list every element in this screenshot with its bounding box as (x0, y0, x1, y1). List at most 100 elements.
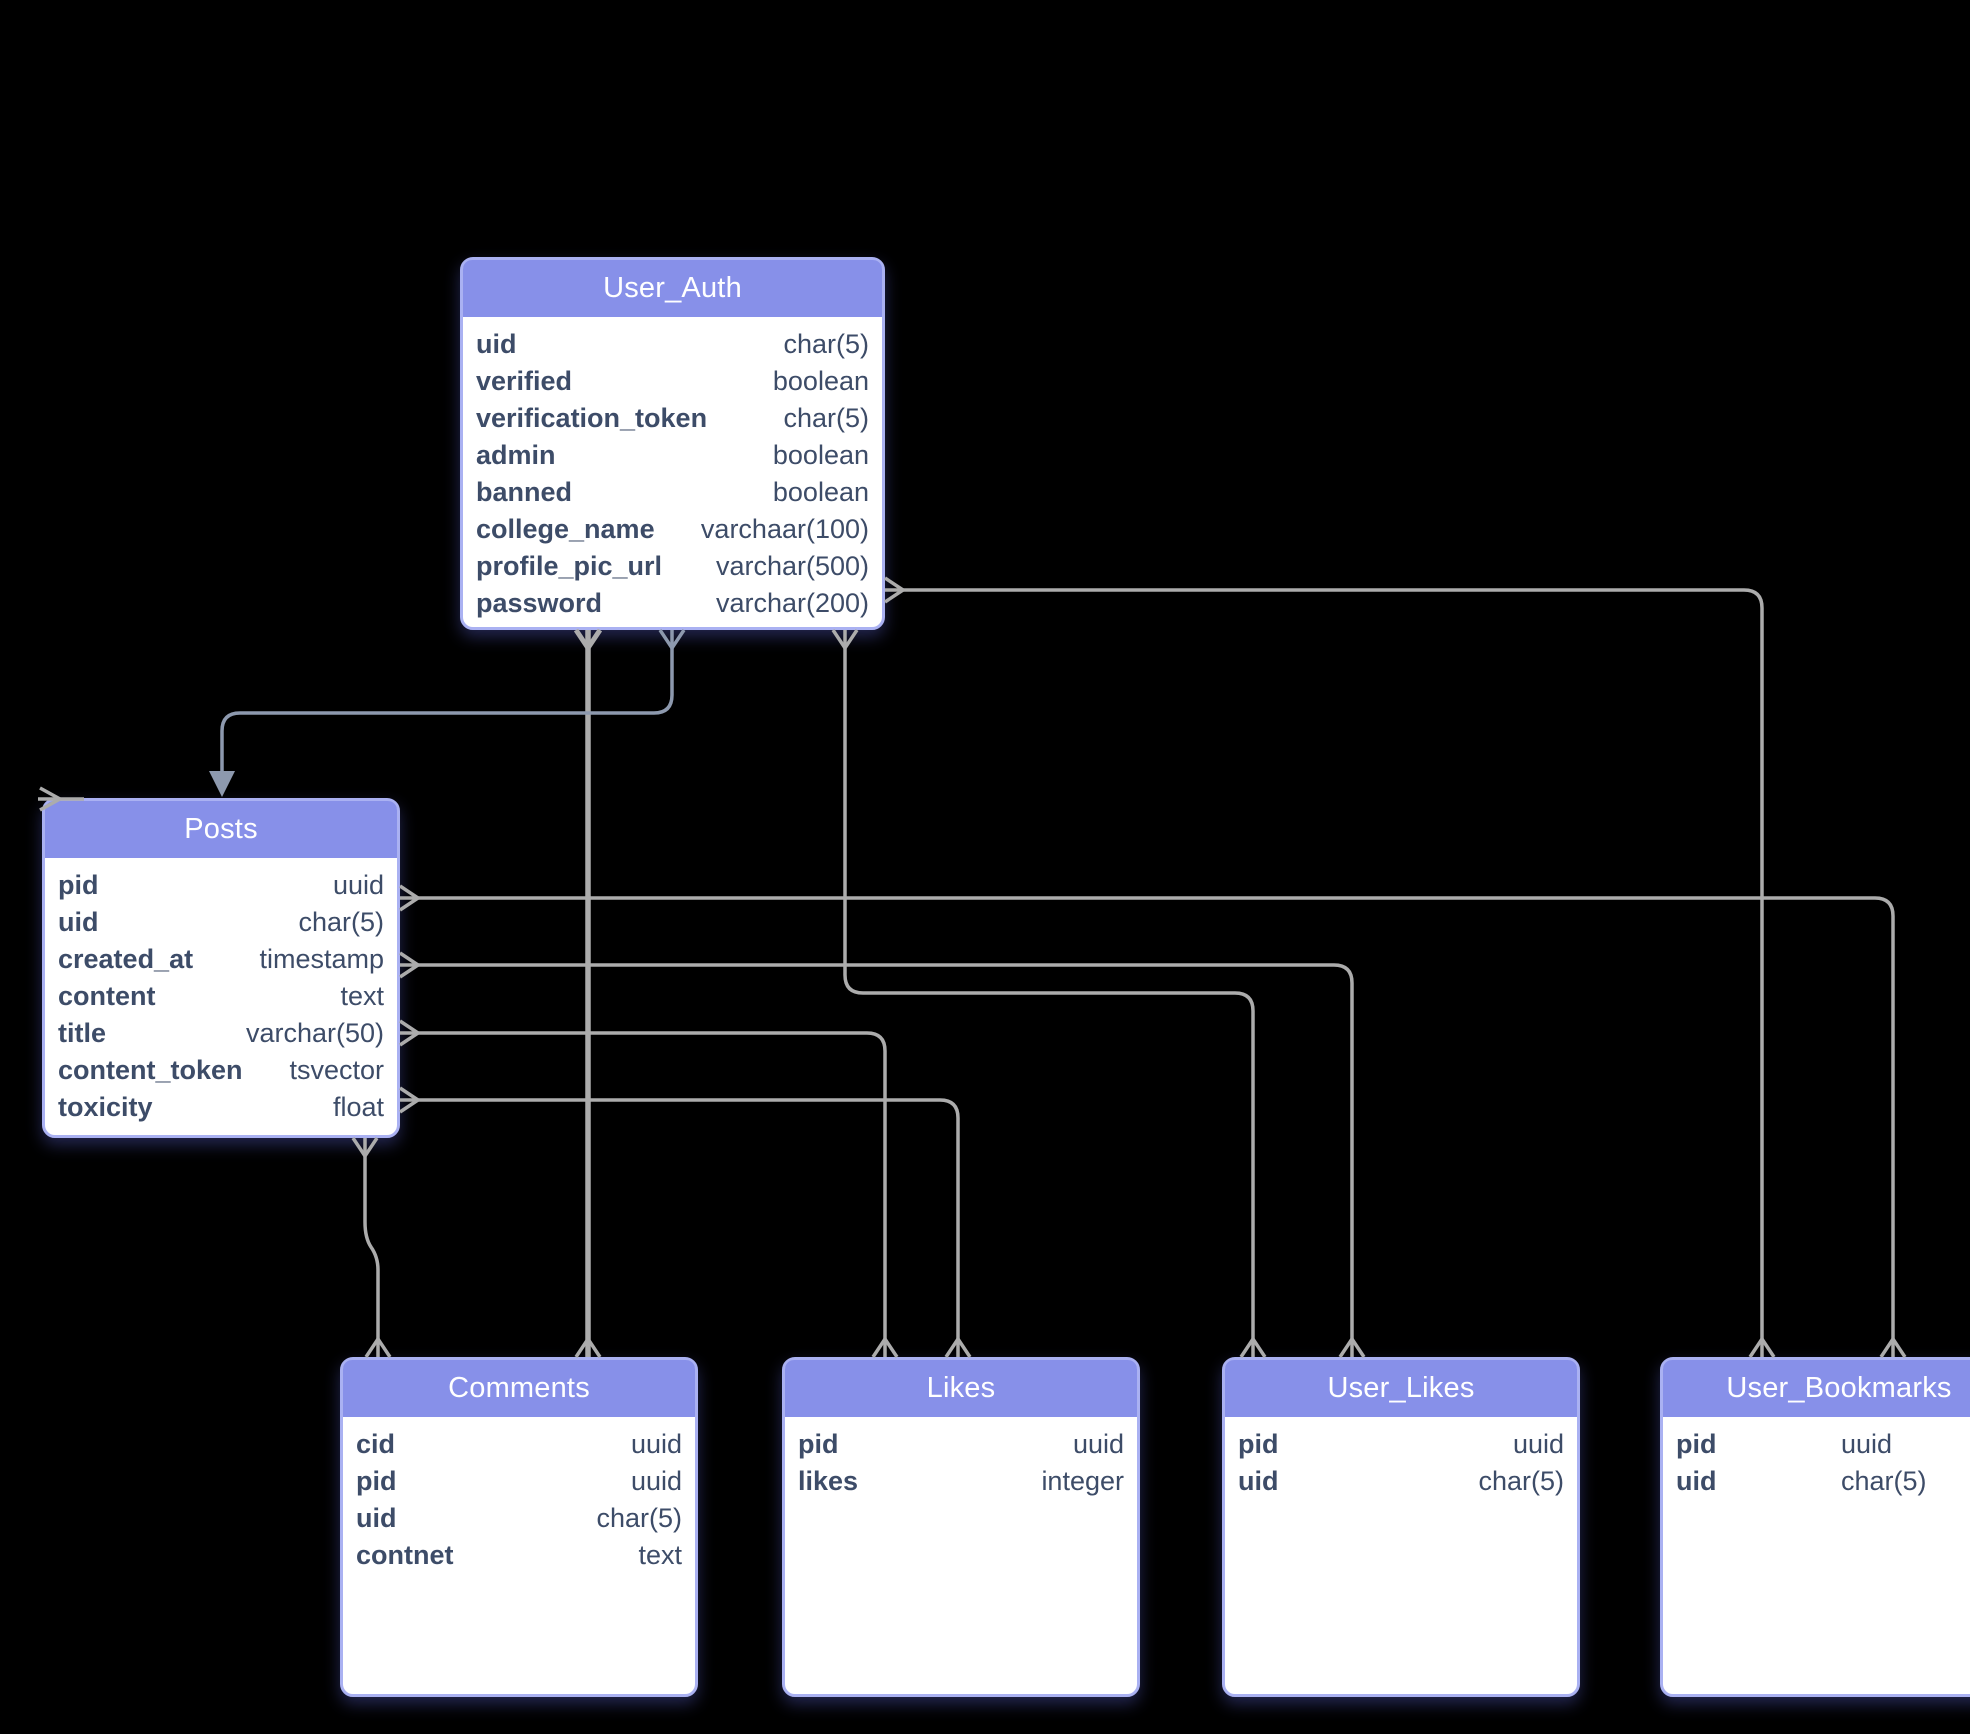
table-row: uid char(5) (463, 326, 882, 363)
line-userauth-posts (220, 630, 674, 775)
arrowhead-solid (209, 771, 235, 797)
field-type: char(5) (783, 329, 869, 359)
field-type: tsvector (289, 1055, 384, 1085)
field-type: varchar(500) (715, 551, 869, 581)
field-name: uid (1238, 1466, 1279, 1496)
field-type: char(5) (1841, 1466, 1927, 1496)
table-header: Comments (343, 1360, 695, 1417)
table-row: created_at timestamp (45, 941, 397, 978)
line-userauth-bookmarks (885, 588, 1764, 1357)
field-name: uid (1676, 1466, 1717, 1496)
field-name: banned (476, 477, 573, 507)
field-name: title (58, 1018, 107, 1048)
table-title: User_Auth (603, 272, 742, 304)
field-name: content (58, 981, 156, 1011)
field-type: uuid (630, 1466, 682, 1496)
field-type: uuid (1512, 1429, 1564, 1459)
field-type: varchaar(100) (700, 514, 869, 544)
table-row: title varchar(50) (45, 1015, 397, 1052)
field-type: integer (1041, 1466, 1124, 1496)
crowfoot (351, 1137, 379, 1157)
field-type: boolean (772, 366, 869, 396)
table-header: User_Bookmarks (1663, 1360, 1970, 1417)
field-name: cid (356, 1429, 396, 1459)
field-name: pid (798, 1429, 839, 1459)
field-name: pid (1238, 1429, 1279, 1459)
field-type: timestamp (259, 944, 384, 974)
field-type: char(5) (596, 1503, 682, 1533)
crowfoot (1338, 1338, 1366, 1358)
crowfoot (658, 629, 686, 649)
field-name: contnet (356, 1540, 454, 1570)
table-row: likes integer (785, 1463, 1137, 1500)
field-name: pid (1676, 1429, 1717, 1459)
line-posts-userlikes (400, 963, 1354, 1357)
crowfoot (399, 951, 419, 979)
field-type: varchar(200) (715, 588, 869, 618)
table-fields: uid char(5) verified boolean verification_to… (463, 317, 882, 622)
crowfoot (1239, 1338, 1267, 1358)
table-row: uid char(5) (1663, 1463, 1970, 1500)
crowfoot (944, 1338, 972, 1358)
field-type: varchar(50) (245, 1018, 384, 1048)
table-title: User_Bookmarks (1726, 1372, 1952, 1404)
crowfoot (399, 884, 419, 912)
field-name: password (476, 588, 603, 618)
table-row: banned boolean (463, 474, 882, 511)
table-row: pid uuid (45, 867, 397, 904)
table-row: pid uuid (343, 1463, 695, 1500)
line-userauth-userlikes (843, 630, 1255, 1357)
field-type: boolean (772, 477, 869, 507)
field-name: pid (58, 870, 99, 900)
field-name: uid (58, 907, 99, 937)
line-posts-likes-1 (400, 1031, 887, 1357)
field-type: uuid (630, 1429, 682, 1459)
field-name: created_at (58, 944, 194, 974)
crowfoot (1748, 1338, 1776, 1358)
table-row: password varchar(200) (463, 585, 882, 622)
table-header: Likes (785, 1360, 1137, 1417)
table-row: pid uuid (1225, 1426, 1577, 1463)
crowfoot (1879, 1338, 1907, 1358)
field-name: content_token (58, 1055, 243, 1085)
line-posts-bookmarks (400, 896, 1895, 1357)
field-name: uid (476, 329, 517, 359)
field-name: admin (476, 440, 556, 470)
crowfoot (573, 628, 603, 650)
table-row: profile_pic_url varchar(500) (463, 548, 882, 585)
table-row: content text (45, 978, 397, 1015)
field-name: likes (798, 1466, 859, 1496)
field-name: profile_pic_url (476, 551, 663, 581)
crowfoot (364, 1338, 392, 1358)
field-type: text (340, 981, 384, 1011)
table-title: Likes (926, 1372, 996, 1404)
field-type: float (332, 1092, 384, 1122)
field-type: uuid (332, 870, 384, 900)
field-name: verified (476, 366, 573, 396)
table-title: Comments (448, 1372, 590, 1404)
field-name: pid (356, 1466, 397, 1496)
table-title: Posts (184, 813, 258, 845)
crowfoot (871, 1338, 899, 1358)
table-header: User_Likes (1225, 1360, 1577, 1417)
table-user-auth[interactable]: User_Auth uid char(5) verified boolean verif… (460, 257, 885, 630)
